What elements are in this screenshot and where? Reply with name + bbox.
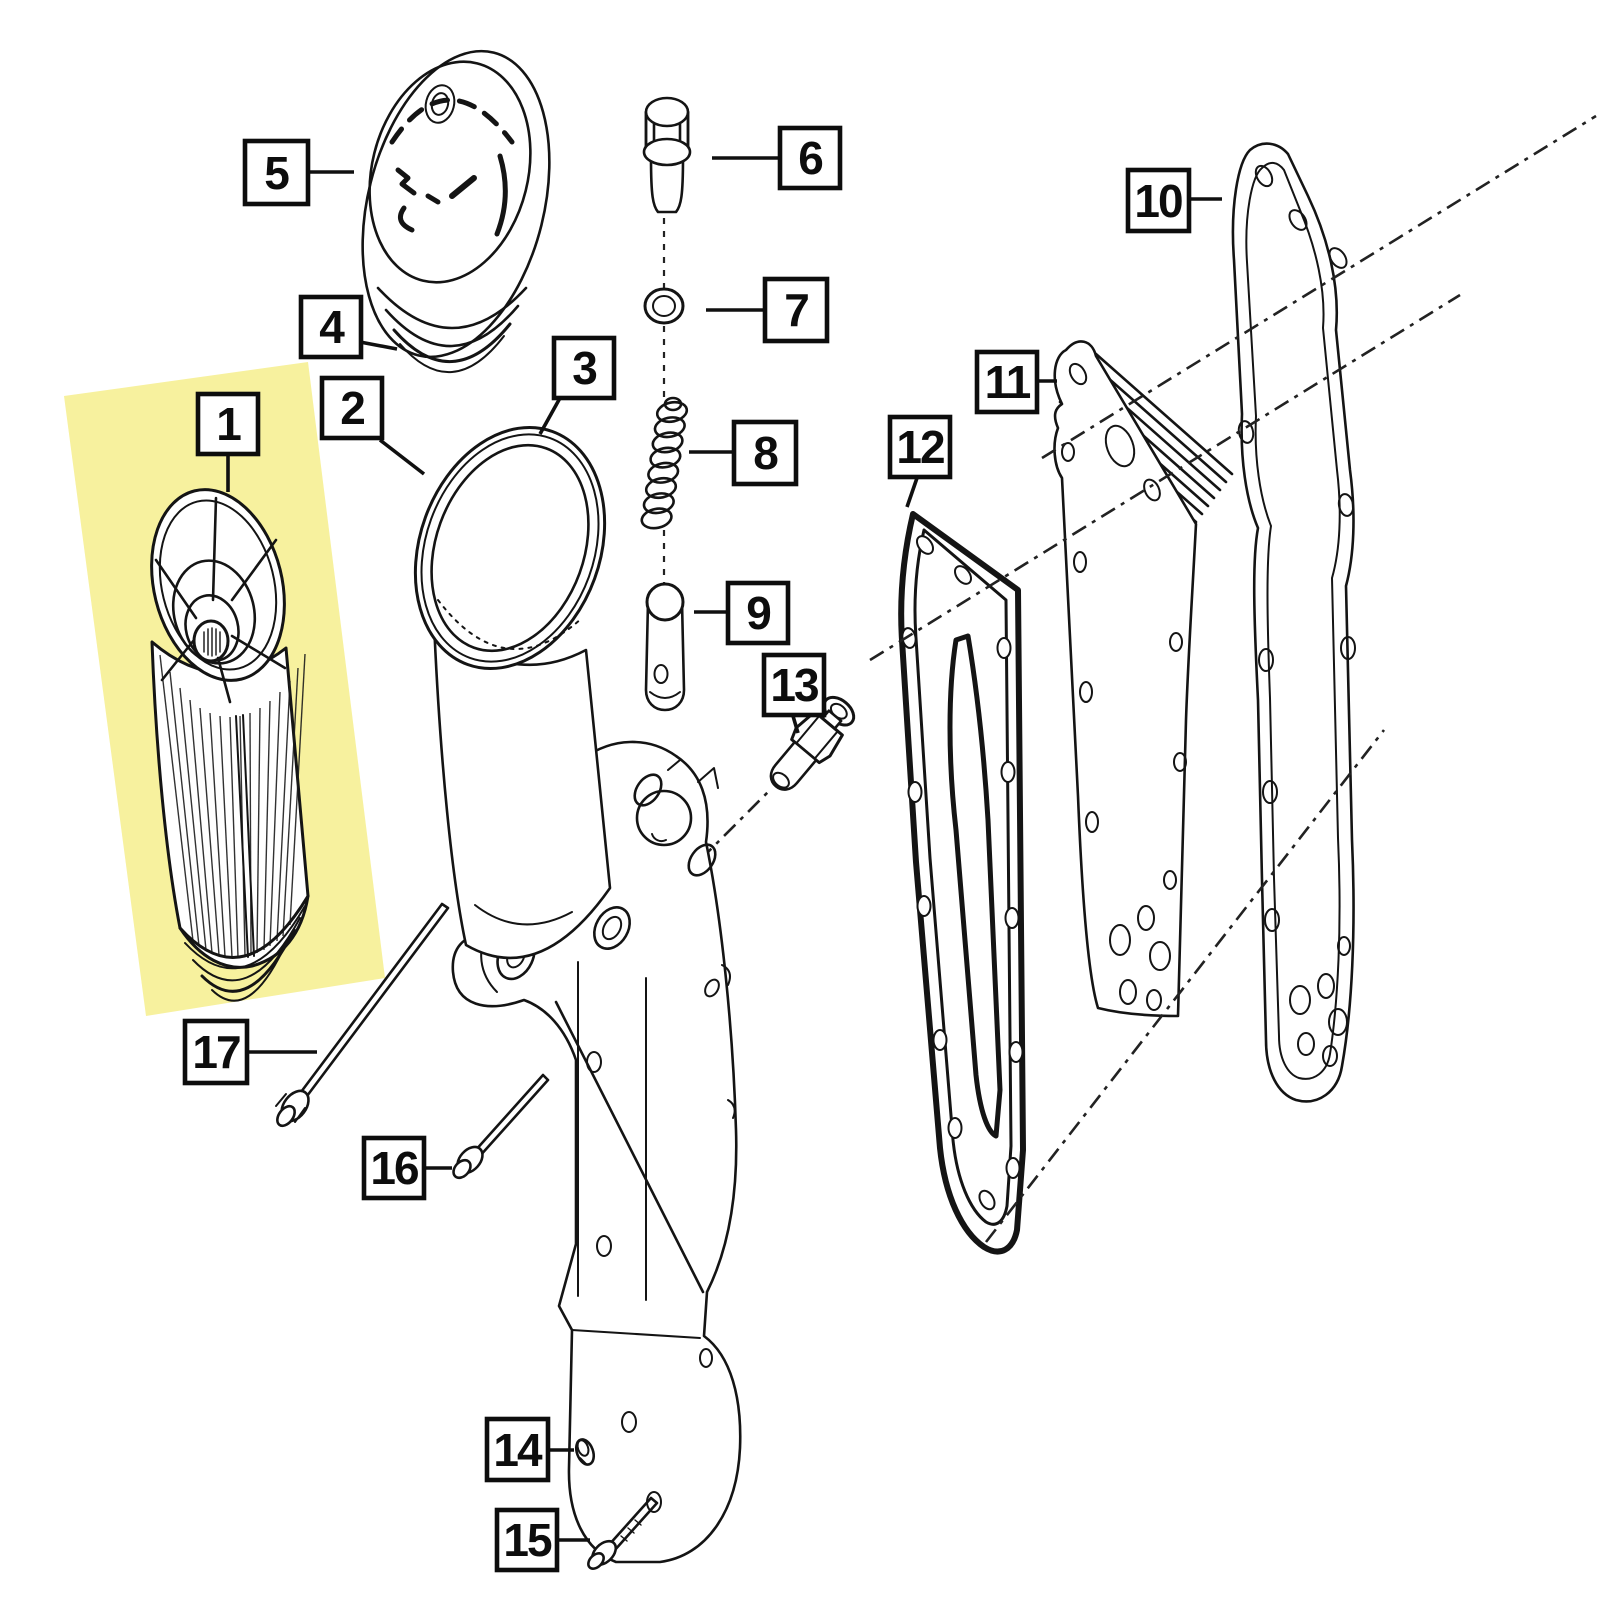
callout-12[interactable]: 12 (887, 414, 953, 508)
part-oil-cooler-11 (1053, 340, 1234, 1018)
filter-bottom-cap (178, 894, 310, 1002)
callout-16-box[interactable] (361, 1135, 427, 1201)
callout-13-box[interactable] (761, 652, 827, 718)
filter-spokes (154, 496, 287, 704)
callout-4-leader (359, 340, 398, 351)
callout-13-leader (791, 715, 800, 734)
callout-10-box[interactable] (1125, 167, 1192, 234)
axis-line-fitting (699, 791, 769, 861)
part-sensor-fitting-13 (769, 695, 856, 791)
part-valve-pin-9 (644, 582, 686, 712)
axis-line-upper (1041, 114, 1597, 460)
callout-14-number: 14 (493, 1424, 543, 1476)
part-gasket-inner-12 (898, 511, 1026, 1255)
callout-17[interactable]: 17 (182, 1018, 317, 1086)
callouts: 1 2 3 4 5 6 7 (182, 125, 1222, 1573)
callout-8[interactable]: 8 (689, 419, 799, 487)
callout-15-box[interactable] (494, 1507, 560, 1573)
cap-seal-ring-4b (399, 335, 505, 374)
callout-7-number: 7 (784, 284, 808, 336)
cap-seal-ring-4 (392, 322, 512, 364)
callout-5-number: 5 (264, 147, 289, 199)
callout-4-box[interactable] (298, 294, 364, 360)
filter-pleats (159, 653, 306, 958)
axis-line-middle (869, 293, 1461, 662)
callout-16[interactable]: 16 (361, 1135, 452, 1201)
callout-17-box[interactable] (182, 1018, 250, 1086)
callout-4[interactable]: 4 (298, 294, 398, 360)
part-seal-washer-7 (643, 287, 685, 325)
callout-14-box[interactable] (484, 1416, 551, 1483)
callout-6[interactable]: 6 (712, 125, 843, 191)
callout-3-leader (538, 397, 562, 435)
callout-12-number: 12 (896, 421, 944, 473)
callout-7[interactable]: 7 (706, 276, 830, 344)
callout-3-box[interactable] (551, 335, 617, 401)
callout-2[interactable]: 2 (319, 375, 426, 476)
part-plug-6 (642, 96, 692, 214)
callout-9-box[interactable] (725, 580, 791, 646)
part-filter-housing-tube (413, 425, 612, 960)
part-stud-17 (275, 902, 450, 1128)
part-filter-cap (361, 49, 551, 374)
assembly-axis-lines (662, 114, 1597, 1243)
callout-4-number: 4 (319, 301, 345, 353)
callout-15-number: 15 (503, 1514, 552, 1566)
callout-2-box[interactable] (319, 375, 385, 441)
callout-13[interactable]: 13 (761, 652, 827, 734)
callout-15[interactable]: 15 (494, 1507, 590, 1573)
callout-9[interactable]: 9 (694, 580, 791, 646)
callout-2-number: 2 (340, 382, 364, 434)
callout-8-number: 8 (753, 427, 778, 479)
callout-3-number: 3 (572, 342, 596, 394)
callout-11-number: 11 (985, 356, 1031, 408)
callout-1[interactable]: 1 (195, 391, 261, 492)
callout-17-number: 17 (192, 1026, 240, 1078)
callout-11-box[interactable] (974, 349, 1040, 415)
callout-10-number: 10 (1134, 175, 1182, 227)
filter-center-hole-hatch (203, 627, 221, 657)
callout-3[interactable]: 3 (538, 335, 617, 435)
callout-12-leader (905, 477, 919, 508)
part-bolt-15 (587, 1496, 659, 1570)
callout-1-box[interactable] (195, 391, 261, 457)
callout-9-number: 9 (746, 587, 770, 639)
part-gasket-outer-10 (1231, 142, 1356, 1103)
callout-8-box[interactable] (731, 419, 799, 487)
part-bolt-16 (452, 1073, 550, 1180)
callout-14[interactable]: 14 (484, 1416, 574, 1483)
callout-6-box[interactable] (777, 125, 843, 191)
callout-13-number: 13 (770, 659, 818, 711)
callout-11[interactable]: 11 (974, 349, 1057, 415)
axis-line-lower (984, 729, 1386, 1243)
callout-7-box[interactable] (762, 276, 830, 344)
part-nut-14 (574, 1438, 596, 1466)
oil-cooler-holes (1061, 362, 1187, 1011)
cap-marking-arc (389, 97, 515, 145)
part-spring-8 (640, 396, 689, 530)
cap-markings (395, 167, 477, 233)
part-oil-filter-element[interactable] (132, 475, 310, 1002)
filter-top-cap (150, 488, 287, 704)
callout-1-number: 1 (216, 398, 241, 450)
callout-16-number: 16 (370, 1142, 418, 1194)
callout-12-box[interactable] (887, 414, 953, 480)
callout-2-leader (378, 438, 426, 476)
callout-5[interactable]: 5 (242, 138, 354, 207)
callout-6-number: 6 (798, 132, 822, 184)
callout-5-box[interactable] (242, 138, 311, 207)
gasket-10-bolt-holes (1237, 164, 1356, 1067)
callout-10[interactable]: 10 (1125, 167, 1222, 234)
